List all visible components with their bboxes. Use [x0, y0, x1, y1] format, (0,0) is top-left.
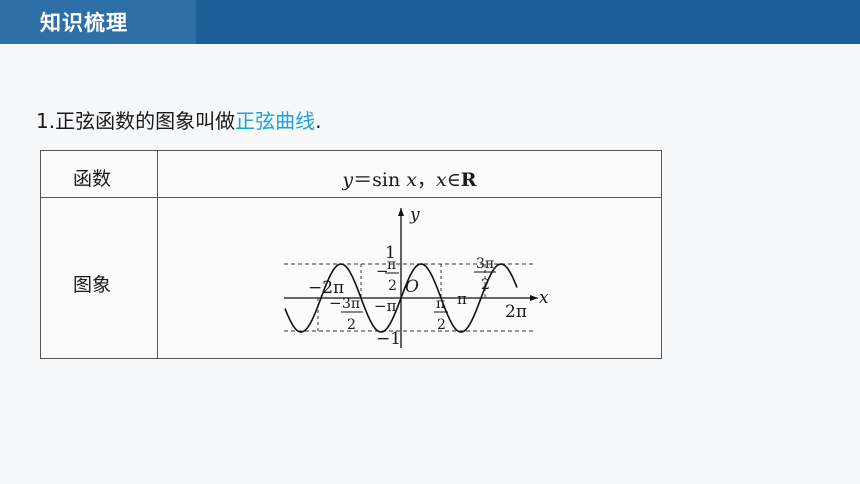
y-axis-arrow	[398, 208, 404, 216]
y-axis-label: y	[409, 205, 420, 225]
sine-graph: y x 1 −1 O −2π 2π −π π − π 2 − 3π 2 π 2 …	[284, 205, 549, 349]
statement: 1.正弦函数的图象叫做正弦曲线.	[36, 105, 321, 134]
statement-end: .	[315, 109, 322, 133]
table-divider-vertical	[157, 151, 158, 358]
row-label-function: 函数	[73, 168, 112, 190]
three-half-pi-den: 2	[481, 277, 490, 293]
label-neg-two-pi: −2π	[308, 278, 344, 298]
three-half-pi-num: 3π	[476, 256, 494, 272]
table-divider-horizontal	[41, 197, 661, 198]
neg-half-pi-sign: −	[376, 262, 389, 280]
x-axis-arrow	[530, 295, 538, 301]
formula-R: R	[460, 169, 477, 191]
sine-curve	[284, 263, 518, 333]
label-two-pi: 2π	[505, 302, 527, 322]
label-neg-pi: −π	[374, 297, 397, 315]
label-neg-one: −1	[376, 329, 401, 349]
statement-text: 正弦函数的图象叫做	[55, 109, 236, 133]
half-pi-num: π	[436, 296, 445, 312]
label-pi: π	[457, 290, 467, 308]
neg-three-half-pi-num: 3π	[342, 296, 360, 312]
x-axis-label: x	[539, 288, 549, 308]
formula-x2: x	[435, 169, 447, 191]
neg-three-half-pi-sign: −	[329, 294, 342, 312]
formula-sep: ，	[416, 169, 436, 191]
formula-in: ∈	[446, 169, 461, 191]
half-pi-den: 2	[437, 317, 446, 333]
neg-half-pi-num: π	[387, 257, 396, 273]
formula-y: y	[342, 169, 354, 191]
formula-eq-sin: ＝sin	[353, 169, 407, 191]
neg-three-half-pi-den: 2	[347, 317, 356, 333]
label-one: 1	[385, 243, 396, 263]
function-formula: y＝sin x，x∈R	[158, 165, 661, 192]
neg-half-pi-den: 2	[388, 278, 397, 294]
section-title: 知识梳理	[40, 11, 128, 35]
formula-x: x	[406, 169, 417, 191]
origin-label: O	[405, 277, 419, 297]
row-label-graph: 图象	[73, 274, 112, 296]
function-table: 函数 图象 y＝sin x，x∈R y x 1 −1 O −2π 2π −π π…	[40, 150, 662, 359]
statement-highlight: 正弦曲线	[235, 109, 316, 133]
statement-number: 1.	[36, 109, 56, 133]
header-tab	[0, 0, 196, 44]
